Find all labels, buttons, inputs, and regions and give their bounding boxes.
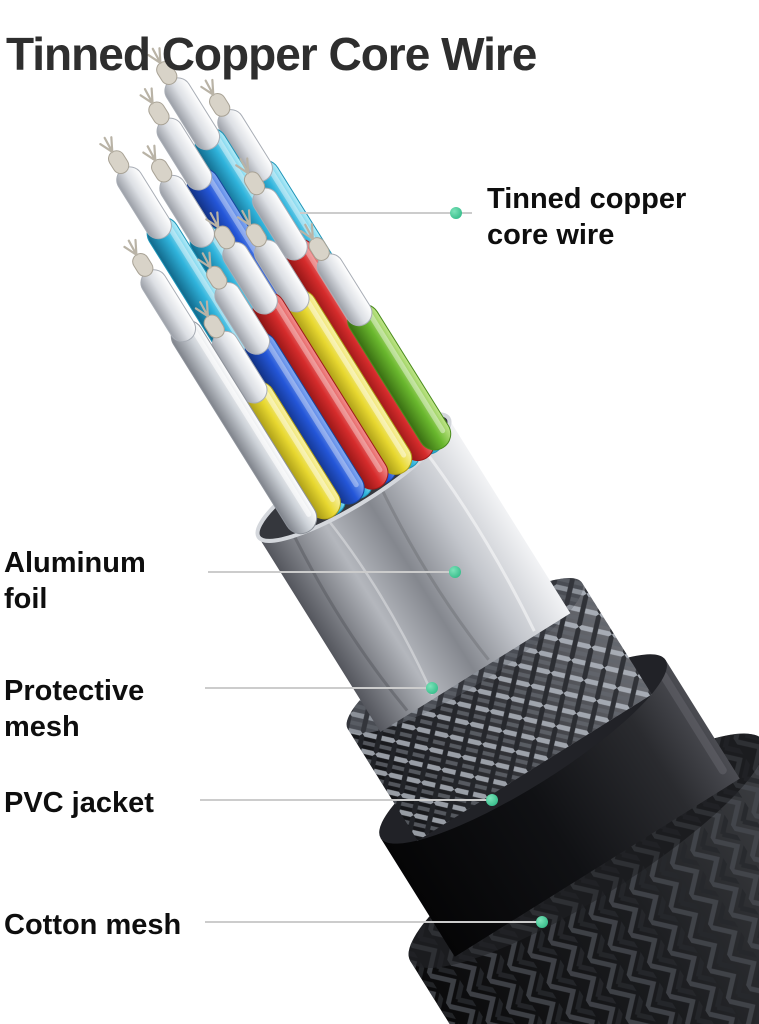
callout-dot-tinned-copper — [450, 207, 462, 219]
callout-label-aluminum-foil: Aluminum foil — [4, 547, 146, 615]
callout-dot-pvc-jacket — [486, 794, 498, 806]
wire-green — [299, 223, 452, 451]
callout-dot-cotton-mesh — [536, 916, 548, 928]
callout-label-tinned-copper: Tinned copper core wire — [487, 183, 687, 251]
page-title: Tinned Copper Core Wire — [6, 27, 537, 80]
callout-label-protective-mesh: Protective mesh — [4, 675, 145, 743]
wire-silver — [123, 238, 318, 535]
wire-blue — [197, 251, 365, 505]
callout-label-pvc-jacket: PVC jacket — [4, 787, 154, 819]
wire-yellow — [194, 300, 341, 520]
callout-line-tinned-copper — [300, 212, 472, 214]
wire-yellow — [236, 209, 413, 475]
callout-line-pvc-jacket — [200, 799, 492, 801]
callout-dot-aluminum-foil — [449, 566, 461, 578]
wire-red — [205, 211, 389, 490]
wire-bundle — [99, 47, 452, 535]
callout-line-protective-mesh — [205, 687, 432, 689]
callout-line-aluminum-foil — [208, 571, 455, 573]
callout-dot-protective-mesh — [426, 682, 438, 694]
callout-line-cotton-mesh — [205, 921, 542, 923]
callout-label-cotton-mesh: Cotton mesh — [4, 909, 182, 941]
